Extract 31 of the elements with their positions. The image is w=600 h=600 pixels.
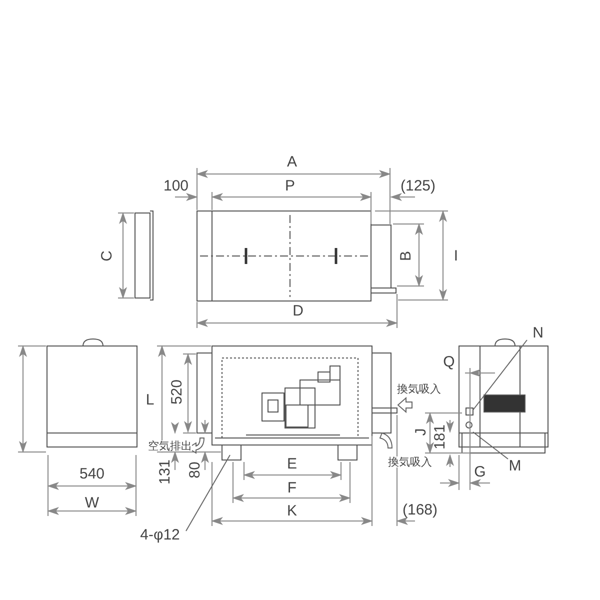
leader-line (472, 432, 508, 460)
dimension-label: 181 (432, 424, 448, 450)
dimension-label: 100 (163, 178, 189, 194)
dimension-label: 131 (158, 459, 172, 485)
dimension-label: B (398, 251, 414, 261)
dimension-label: F (287, 480, 297, 496)
airflow-label: 空気排出 (148, 440, 192, 452)
airflow-label: 換気吸入 (397, 384, 441, 394)
dimension-label: G (474, 464, 486, 480)
dimension-label: D (292, 304, 304, 318)
dimension-label: I (454, 248, 458, 264)
dimension-label: K (287, 504, 297, 518)
dimension-label: (125) (400, 178, 436, 194)
dimension-label: W (84, 496, 100, 510)
dimension-label: J (414, 428, 428, 436)
dimension-label: A (287, 154, 297, 170)
dimension-label: (168) (402, 502, 438, 518)
dimension-label: Q (443, 354, 455, 370)
dimension-label: P (285, 178, 295, 194)
dimension-label: C (100, 250, 114, 262)
dimension-label: L (146, 392, 154, 408)
callout-label: M (508, 458, 522, 474)
callout-label: 4-φ12 (140, 528, 180, 542)
dimension-label: 80 (188, 462, 202, 478)
dimension-label: E (287, 456, 297, 472)
leader-line (186, 454, 230, 532)
dimension-label: 520 (170, 379, 184, 405)
callout-label: N (532, 326, 544, 340)
dimension-label: 540 (79, 466, 105, 482)
leader-line (472, 340, 528, 410)
airflow-label: 換気吸入 (388, 456, 432, 468)
